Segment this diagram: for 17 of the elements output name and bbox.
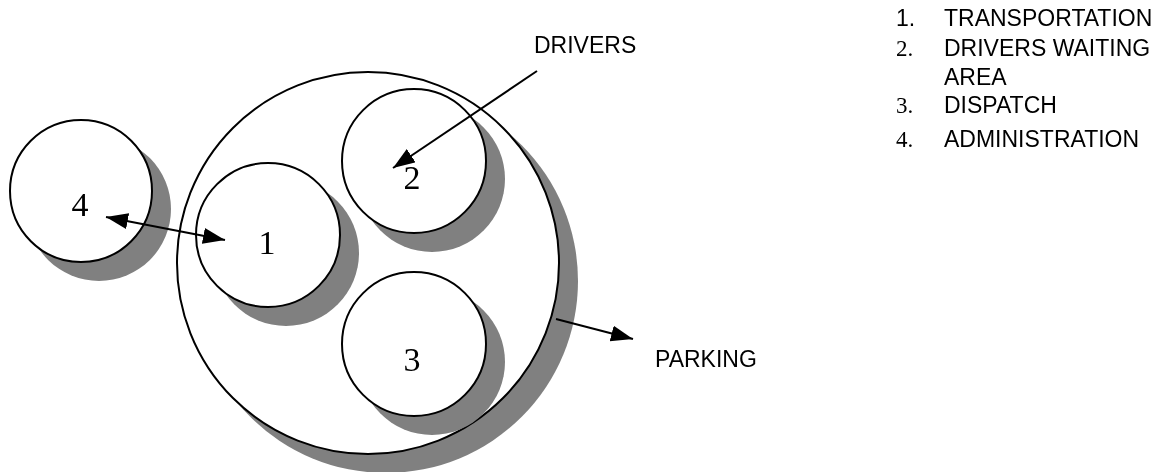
circle-number: 3 — [403, 343, 421, 377]
list-item: ADMINISTRATION — [944, 125, 1141, 154]
arrow — [555, 318, 634, 342]
list-number: 4. — [896, 126, 914, 154]
list-item: DRIVERS WAITING AREA — [944, 34, 1152, 92]
double-arrow — [105, 213, 226, 244]
circle-number: 2 — [403, 161, 421, 195]
arrow — [392, 70, 538, 169]
list-number: 3. — [896, 92, 914, 120]
list-item: DISPATCH — [944, 91, 1058, 120]
list-number: 2. — [896, 35, 914, 63]
list-item: TRANSPORTATION — [944, 4, 1154, 33]
text-label: DRIVERS — [534, 34, 637, 57]
list-number: 1. — [896, 4, 916, 33]
text-label: PARKING — [655, 348, 757, 371]
circle-number: 1 — [258, 226, 276, 260]
circle-number: 4 — [71, 188, 89, 222]
